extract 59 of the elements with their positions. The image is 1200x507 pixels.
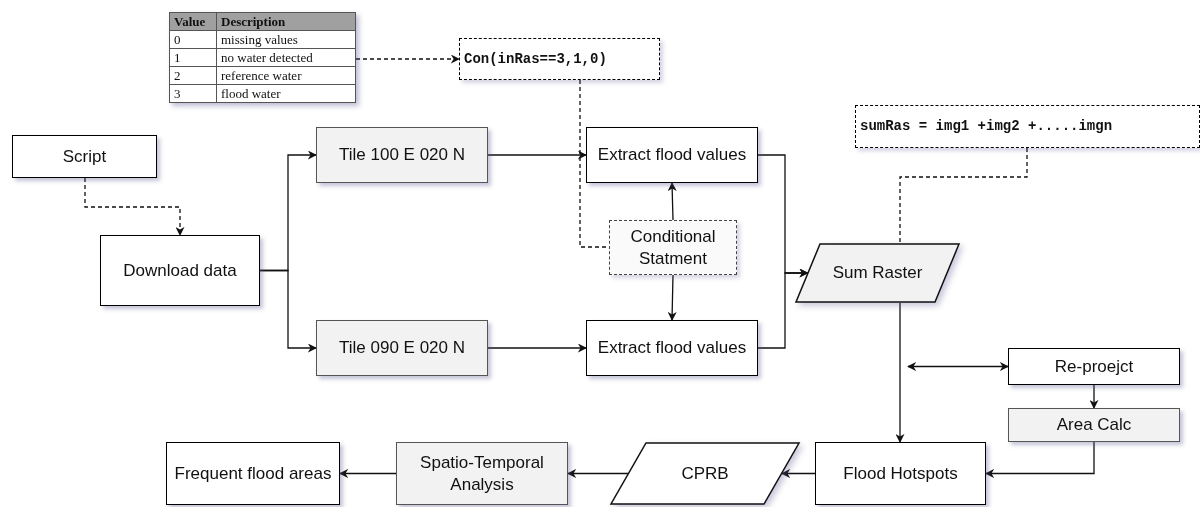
code-box (459, 38, 660, 80)
process-box (586, 127, 758, 183)
arrow (487, 150, 587, 160)
process-box (316, 320, 488, 376)
node-label: Area Calc (1056, 414, 1132, 436)
process-box (586, 320, 758, 376)
node-label: Script (62, 145, 107, 168)
arrow (667, 182, 677, 221)
node-label: Frequent flood areas (174, 462, 332, 485)
data-parallelogram (795, 243, 960, 303)
table-cell-text: 3 (173, 85, 182, 102)
arrow (907, 362, 1009, 371)
code-box (855, 105, 1200, 148)
table-cell-text: 0 (173, 31, 182, 48)
arrow (259, 269, 317, 353)
arrow (339, 469, 397, 478)
process-box (166, 442, 340, 505)
node-label: Spatio-Temporal Analysis (419, 451, 545, 496)
arrow (667, 274, 677, 321)
node-label: Extract flood values (597, 337, 747, 359)
node-label: Conditional Statment (629, 225, 717, 270)
code-text: sumRas = img1 +img2 +.....imgn (860, 117, 1113, 136)
process-box (815, 442, 986, 505)
process-box (12, 135, 157, 178)
process-box (396, 442, 568, 505)
node-label: CPRB (681, 462, 729, 485)
node-label: Extract flood values (597, 144, 747, 166)
table-cell: reference water (216, 67, 355, 84)
process-box (100, 235, 260, 306)
process-box (1008, 348, 1180, 385)
table-header: Value (173, 13, 207, 30)
table-header: Description (216, 13, 355, 30)
value-table (169, 12, 356, 103)
arrow (781, 469, 816, 478)
data-parallelogram (610, 442, 800, 505)
arrow (757, 268, 809, 349)
node-label: Tile 100 E 020 N (339, 144, 465, 166)
table-cell: flood water (216, 85, 355, 102)
table-cell: missing values (216, 31, 355, 48)
arrow (84, 177, 185, 236)
node-label: Sum Raster (832, 262, 923, 284)
arrow (567, 469, 629, 478)
process-box (1008, 408, 1180, 442)
node-label: Tile 090 E 020 N (339, 337, 465, 359)
arrow (487, 343, 587, 353)
node-label: Re-proejct (1054, 355, 1134, 378)
table-cell: no water detected (216, 49, 355, 66)
arrow (895, 302, 905, 443)
condition-box (609, 220, 737, 275)
node-label: Download data (123, 259, 237, 282)
node-label: Flood Hotspots (843, 462, 958, 485)
table-cell-text: 2 (173, 67, 182, 84)
code-text: Con(inRas==3,1,0) (464, 49, 607, 69)
arrow (1089, 384, 1099, 409)
table-cell-text: 1 (173, 49, 182, 66)
arrow (355, 54, 460, 64)
connector-line (899, 147, 1028, 244)
arrow (985, 441, 1095, 478)
process-box (316, 127, 488, 183)
